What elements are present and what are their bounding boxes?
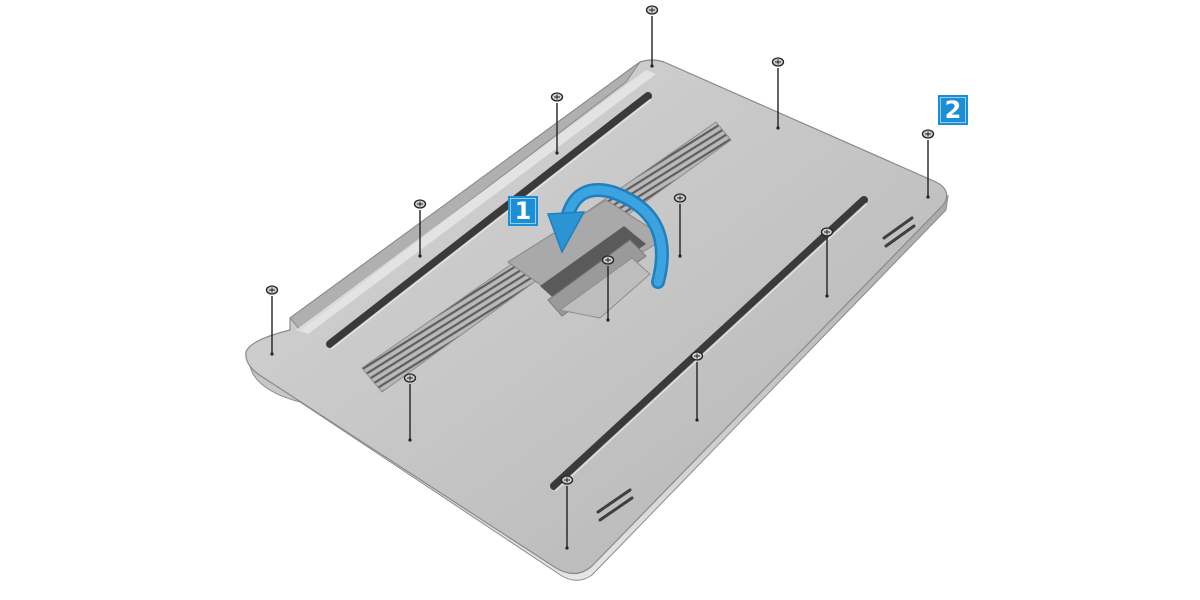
screws <box>265 5 935 550</box>
screw-icon <box>771 57 785 130</box>
speaker-grille-left <box>596 488 634 522</box>
screw-icon <box>820 227 834 298</box>
step-1-label: 1 <box>514 197 532 225</box>
screw-icon <box>560 475 574 550</box>
screw-icon <box>413 199 427 258</box>
screw-icon <box>690 351 704 422</box>
rubber-foot-top <box>326 92 652 349</box>
screw-icon <box>645 5 659 68</box>
curved-arrow-counterclockwise-icon <box>546 183 669 289</box>
step-2-label: 2 <box>944 96 962 124</box>
screw-icon <box>601 255 615 322</box>
screw-icon <box>550 92 564 155</box>
screw-icon <box>921 129 935 199</box>
screw-icon <box>673 193 687 258</box>
screw-icon <box>403 373 417 442</box>
access-panel <box>507 199 667 319</box>
screw-icon <box>265 285 279 356</box>
rubber-foot-bottom <box>550 196 868 491</box>
speaker-grille-right <box>882 216 916 248</box>
step-1-callout: 1 <box>508 196 538 226</box>
step-2-callout: 2 <box>938 95 968 125</box>
